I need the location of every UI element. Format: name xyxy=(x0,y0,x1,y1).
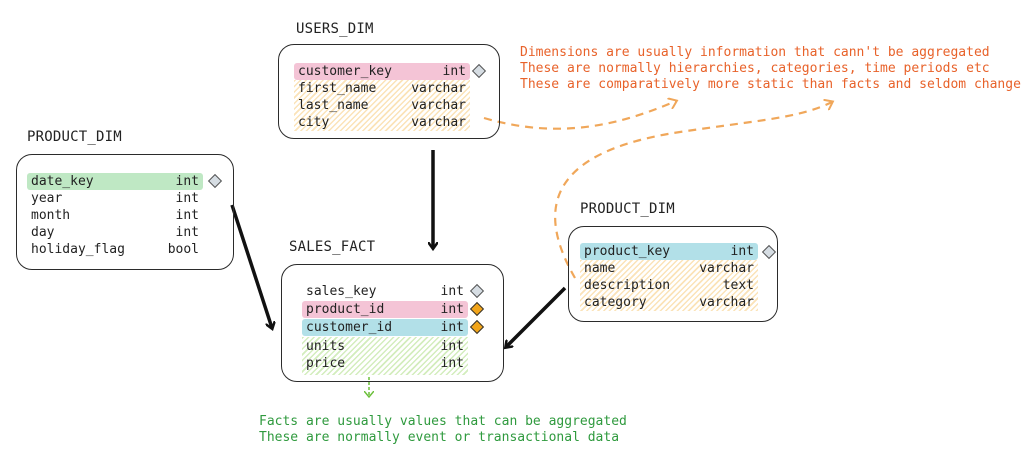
column-name: product_key xyxy=(584,244,671,259)
column-name: units xyxy=(306,339,346,354)
column-type: varchar xyxy=(411,98,466,113)
column-type: int xyxy=(175,225,199,240)
column-name: name xyxy=(584,261,616,276)
date-dim-title: PRODUCT_DIM xyxy=(27,129,122,145)
users-dim-title: USERS_DIM xyxy=(296,21,374,37)
table-row: sales_key int xyxy=(302,283,468,300)
column-name: product_id xyxy=(306,302,385,317)
column-name: description xyxy=(584,278,671,293)
product-dim-table[interactable] xyxy=(568,226,778,322)
note-line: Facts are usually values that can be agg… xyxy=(259,414,627,429)
column-type: int xyxy=(440,339,464,354)
product-dim-title: PRODUCT_DIM xyxy=(580,201,675,217)
table-row: first_name varchar xyxy=(294,80,470,97)
dimensions-note: Dimensions are usually information that … xyxy=(520,45,1021,93)
table-row: product_key int xyxy=(580,243,758,260)
column-type: int xyxy=(175,191,199,206)
column-name: customer_id xyxy=(306,320,393,335)
column-name: customer_key xyxy=(298,64,392,79)
note-line: These are normally event or transactiona… xyxy=(259,430,620,445)
dashed-arrow-product-to-note xyxy=(554,102,832,279)
column-type: varchar xyxy=(699,295,754,310)
sales-fact-title: SALES_FACT xyxy=(289,239,376,255)
column-type: int xyxy=(442,64,466,79)
column-type: bool xyxy=(167,242,199,257)
table-row: customer_key int xyxy=(294,63,470,80)
arrow-product-to-sales xyxy=(506,286,567,347)
table-row: name varchar xyxy=(580,260,758,277)
note-line: These are comparatively more static than… xyxy=(520,77,1021,92)
table-row: customer_id int xyxy=(302,319,468,336)
table-row: price int xyxy=(302,355,468,372)
column-type: int xyxy=(440,302,464,317)
column-name: date_key xyxy=(31,174,94,189)
column-type: varchar xyxy=(411,115,466,130)
column-name: first_name xyxy=(298,81,377,96)
column-type: varchar xyxy=(411,81,466,96)
column-type: int xyxy=(175,208,199,223)
table-row: year int xyxy=(27,190,203,207)
column-name: price xyxy=(306,356,346,371)
table-row: units int xyxy=(302,338,468,355)
note-line: These are normally hierarchies, categori… xyxy=(520,61,990,76)
table-row: city varchar xyxy=(294,114,470,131)
column-type: int xyxy=(440,320,464,335)
date-dim-table[interactable] xyxy=(16,154,234,270)
column-type: int xyxy=(440,356,464,371)
product-dim-rows: product_key int name varchar description te… xyxy=(580,243,758,311)
column-name: day xyxy=(31,225,55,240)
table-row: day int xyxy=(27,224,203,241)
column-type: varchar xyxy=(699,261,754,276)
users-dim-table[interactable] xyxy=(278,44,500,139)
column-type: int xyxy=(175,174,199,189)
table-row: month int xyxy=(27,207,203,224)
table-row: category varchar xyxy=(580,294,758,311)
arrow-date-to-sales xyxy=(230,204,272,328)
column-name: holiday_flag xyxy=(31,242,125,257)
column-type: int xyxy=(440,284,464,299)
table-row: description text xyxy=(580,277,758,294)
note-line: Dimensions are usually information that … xyxy=(520,45,990,60)
column-name: year xyxy=(31,191,63,206)
column-type: int xyxy=(730,244,754,259)
column-name: city xyxy=(298,115,330,130)
column-name: last_name xyxy=(298,98,369,113)
table-row: last_name varchar xyxy=(294,97,470,114)
table-row: holiday_flag bool xyxy=(27,241,203,258)
column-type: text xyxy=(722,278,754,293)
column-name: sales_key xyxy=(306,284,377,299)
sales-fact-table[interactable] xyxy=(281,264,504,382)
table-row: date_key int xyxy=(27,173,203,190)
column-name: category xyxy=(584,295,647,310)
column-name: month xyxy=(31,208,71,223)
facts-note: Facts are usually values that can be agg… xyxy=(259,414,627,446)
table-row: product_id int xyxy=(302,301,468,318)
dashed-arrow-users-to-note xyxy=(483,101,676,130)
